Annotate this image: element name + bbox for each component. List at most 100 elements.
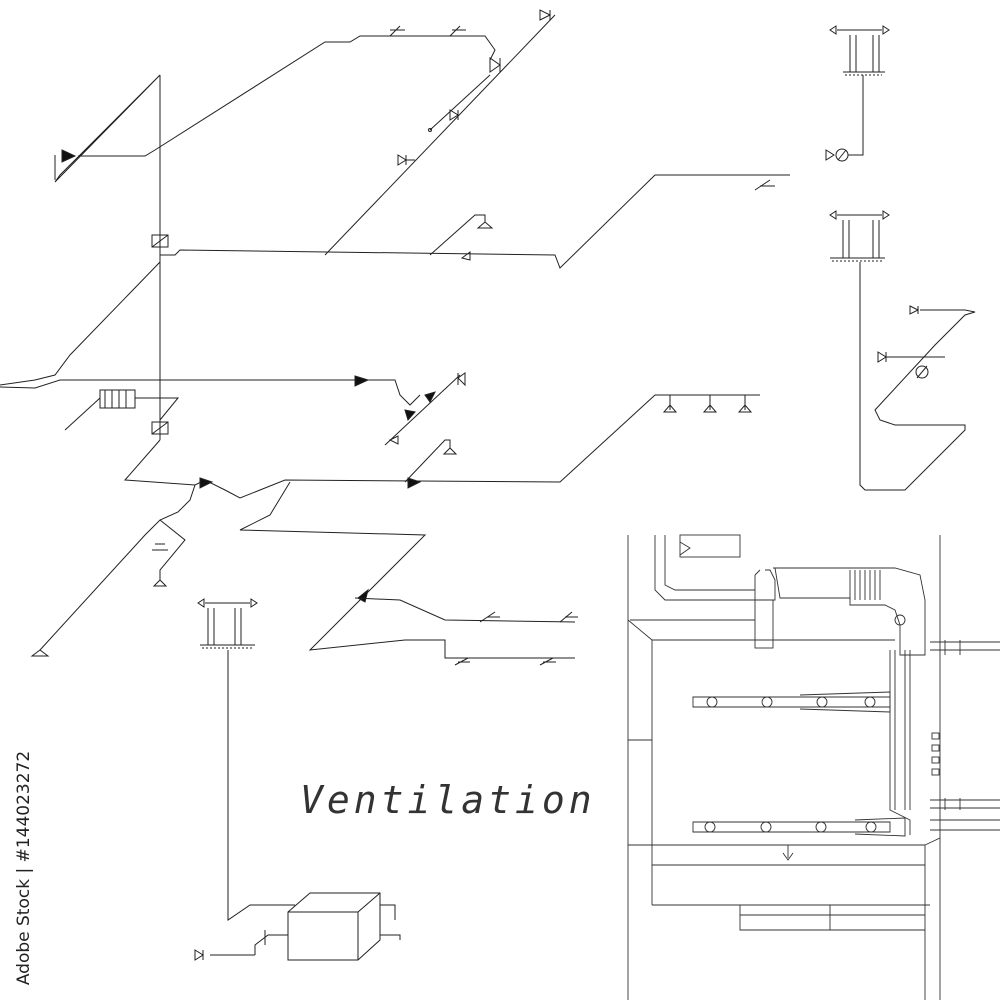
ahu-connections [380,904,401,940]
flow-arrow-icon [424,391,436,403]
diffuser-icon [865,821,877,833]
wall [924,535,941,1000]
grille-icon [931,744,940,752]
valve-icon [457,372,466,387]
stock-credit-text: Adobe Stock | #144023272 [14,750,34,986]
damper-slash [151,421,169,435]
branch-duct-taper [799,691,891,713]
vertical-duct-plan [889,650,911,835]
riser-diagonal [54,74,161,183]
flow-arrow-icon [354,375,370,387]
valve-icon [909,305,920,315]
diffuser-icon [864,696,876,708]
branch-line [404,439,451,483]
branch-terminal [559,611,578,623]
branch-diagonal [384,374,461,446]
valve-icon [877,351,887,363]
stack-pipes [849,35,880,72]
air-handling-unit [194,598,401,961]
wall-joint [627,619,653,846]
stack-riser [848,75,864,156]
branch-end [428,128,432,132]
stock-credit: Adobe Stock | #144023272 [6,751,42,985]
diffuser-icon [760,821,772,833]
branch-line [159,519,186,580]
valve-icon [489,57,501,73]
fan-icon [915,365,929,379]
diffuser-icon [761,696,773,708]
floor-plan [627,534,1000,1000]
arrow-icon [829,25,890,35]
exhaust-duct [0,261,161,386]
diffuser-icon [706,696,718,708]
equipment-box [679,534,741,558]
top-branch-1 [389,25,405,37]
lower-supply-duct [123,394,760,499]
return-duct [0,379,421,406]
branch-line [135,397,180,421]
arrow-icon [197,598,258,608]
middle-supply-duct [160,174,790,269]
branch-terminal [454,657,470,666]
diffuser-icon [815,821,827,833]
heater-fins [104,390,127,408]
duct-hatch [849,570,881,600]
diffuser-icon [476,221,494,229]
valve-icon [388,435,399,445]
unit-supply-line [227,650,295,921]
branch-terminal [754,179,775,191]
flow-arrow-icon [407,477,422,489]
roof-stack-2 [829,210,976,491]
valve-icon [194,949,204,961]
diffuser-icon [152,579,168,587]
valve-icon [449,109,459,121]
valve-icon [825,149,835,161]
diffuser-icon [702,395,718,413]
duct-drop [754,599,774,649]
branch-duct-plan [692,696,891,708]
fan-icon [835,148,849,162]
duct-elbow [754,569,776,601]
heater-unit [99,389,136,409]
grille-icon [931,756,940,764]
stack-pipes [842,220,880,258]
stack-pipes [207,608,242,645]
diffuser-icon [704,821,716,833]
equipment-detail [679,541,691,556]
wall [652,844,926,1000]
lower-branch-duct [39,484,196,651]
diffuser-icon [30,649,50,657]
branch-line [429,74,491,131]
branch-line [429,214,486,256]
ahu-box [287,892,381,961]
wall [627,535,930,1000]
diagram-title: Ventilation [300,778,596,822]
valve-icon [397,154,407,166]
damper-icon [151,234,169,248]
diagonal-duct [324,14,556,256]
flow-arrow-icon [404,409,416,422]
top-supply-duct [78,35,390,157]
stack-duct-route [859,262,976,491]
top-duct-end [450,35,496,61]
z-duct [239,481,575,659]
arrow-icon [782,845,794,861]
flow-arrow-icon [357,588,369,603]
roof-stack-1 [825,25,890,162]
side-duct [930,640,1000,655]
side-duct [930,819,1000,831]
branch-duct-taper [854,817,906,837]
duct-run [654,535,755,601]
branch-terminal [479,611,500,623]
valve-icon [539,9,552,21]
branch-terminal [539,657,556,666]
fan-slash [837,149,847,161]
diffuser-icon [737,395,753,413]
flow-arrow-icon [61,149,77,163]
diffuser-icon [152,543,168,551]
grille-icon [931,732,940,740]
upper-duct-system [0,9,790,440]
branch-line [64,397,101,431]
damper-slash [151,234,169,248]
